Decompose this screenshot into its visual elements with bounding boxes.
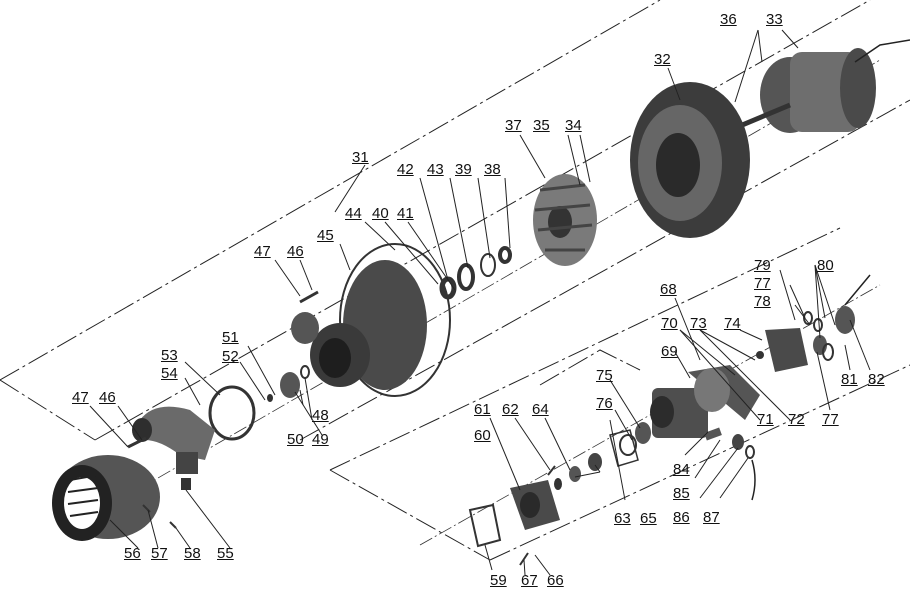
part-label-74: 74 (724, 315, 741, 332)
group-boundary-68 (329, 227, 910, 561)
part-label-75: 75 (596, 367, 613, 384)
leader-lines (89, 29, 871, 576)
part-label-49: 49 (312, 431, 329, 448)
part-label-31: 31 (352, 149, 369, 166)
fan-housing (630, 82, 750, 238)
part-label-84: 84 (673, 461, 690, 478)
part-label-82: 82 (868, 371, 885, 388)
part-label-47-lower: 47 (72, 389, 89, 406)
part-label-60: 60 (474, 427, 491, 444)
part-label-70: 70 (661, 315, 678, 332)
pump-seal-parts (554, 422, 651, 490)
filter-screws (142, 504, 177, 529)
part-label-32: 32 (654, 51, 671, 68)
part-label-34: 34 (565, 117, 582, 134)
part-label-45: 45 (317, 227, 334, 244)
pump-cover (756, 328, 808, 372)
pump-flange (510, 480, 560, 530)
seal-rings (439, 246, 512, 300)
part-label-41: 41 (397, 205, 414, 222)
part-label-55: 55 (217, 545, 234, 562)
part-label-64: 64 (532, 401, 549, 418)
part-label-63: 63 (614, 510, 631, 527)
part-label-37: 37 (505, 117, 522, 134)
volute-casing (291, 243, 451, 397)
part-label-87: 87 (703, 509, 720, 526)
part-label-68: 68 (660, 281, 677, 298)
part-label-52: 52 (222, 348, 239, 365)
part-label-54: 54 (161, 365, 178, 382)
fan-impeller (533, 174, 597, 266)
part-label-35: 35 (533, 117, 550, 134)
pump-fittings (803, 306, 855, 361)
part-label-38: 38 (484, 161, 501, 178)
part-label-51: 51 (222, 329, 239, 346)
part-label-71: 71 (757, 411, 774, 428)
part-label-77-lower: 77 (822, 411, 839, 428)
part-label-42: 42 (397, 161, 414, 178)
part-label-57: 57 (151, 545, 168, 562)
part-label-66: 66 (547, 572, 564, 589)
part-label-78: 78 (754, 293, 771, 310)
intake-filter (52, 455, 160, 541)
pump-body (650, 365, 760, 438)
part-label-69: 69 (661, 343, 678, 360)
small-seal-parts (267, 365, 310, 402)
part-label-53: 53 (161, 347, 178, 364)
bolt-lower (127, 436, 147, 449)
part-label-61: 61 (474, 401, 491, 418)
part-label-39: 39 (455, 161, 472, 178)
part-label-67: 67 (521, 572, 538, 589)
inlet-elbow (132, 406, 215, 490)
part-label-56: 56 (124, 545, 141, 562)
part-label-47-upper: 47 (254, 243, 271, 260)
part-label-46-upper: 46 (287, 243, 304, 260)
part-label-80: 80 (817, 257, 834, 274)
part-label-44: 44 (345, 205, 362, 222)
part-label-46-lower: 46 (99, 389, 116, 406)
part-label-58: 58 (184, 545, 201, 562)
part-label-73: 73 (690, 315, 707, 332)
part-label-33: 33 (766, 11, 783, 28)
gasket-plate (208, 385, 256, 441)
part-label-36: 36 (720, 11, 737, 28)
part-label-86: 86 (673, 509, 690, 526)
part-label-81: 81 (841, 371, 858, 388)
part-label-79: 79 (754, 257, 771, 274)
part-label-50: 50 (287, 431, 304, 448)
part-label-76: 76 (596, 395, 613, 412)
assembly-axis-lines (119, 59, 881, 546)
motor (734, 39, 910, 133)
part-label-48: 48 (312, 407, 329, 424)
pump-screws (519, 465, 556, 566)
part-label-85: 85 (673, 485, 690, 502)
bolt-upper (299, 290, 319, 304)
part-label-77-upper: 77 (754, 275, 771, 292)
part-label-65: 65 (640, 510, 657, 527)
part-label-62: 62 (502, 401, 519, 418)
pump-gasket (468, 503, 502, 548)
part-label-43: 43 (427, 161, 444, 178)
part-label-59: 59 (490, 572, 507, 589)
outlet-line-82 (844, 274, 871, 306)
part-label-72: 72 (788, 411, 805, 428)
pump-outlet-parts (704, 427, 756, 501)
part-label-40: 40 (372, 205, 389, 222)
